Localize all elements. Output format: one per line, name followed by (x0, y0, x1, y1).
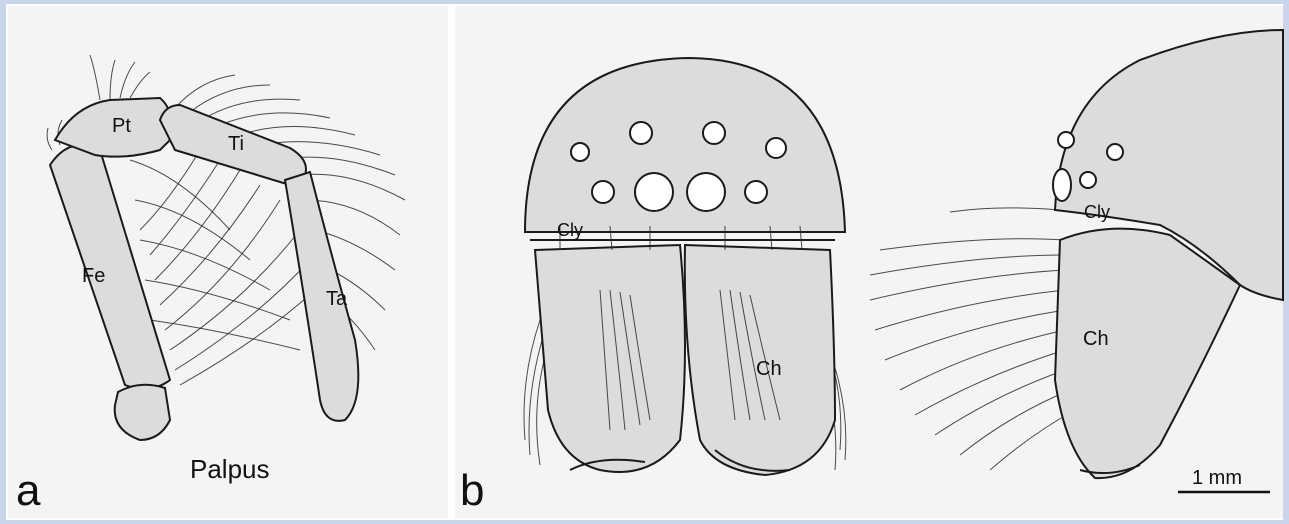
label-chelicera-front: Ch (756, 358, 782, 380)
label-tibia: Ti (228, 133, 244, 155)
eye-ame-left (635, 173, 673, 211)
eye-ale-left (571, 143, 589, 161)
label-tarsus: Ta (326, 288, 348, 310)
label-chelicera-side: Ch (1083, 328, 1109, 350)
panel-a-letter: a (16, 466, 41, 515)
eye-pme-left (630, 122, 652, 144)
eye-pme-right (703, 122, 725, 144)
label-clypeus-side: Cly (1084, 202, 1110, 222)
eye-ple-right (766, 138, 786, 158)
label-clypeus-front: Cly (557, 220, 583, 240)
scale-bar-label: 1 mm (1192, 467, 1242, 489)
panel-b-letter: b (460, 466, 484, 515)
label-femur: Fe (82, 265, 105, 287)
panel-a-caption: Palpus (190, 454, 270, 484)
side-eye-2 (1107, 144, 1123, 160)
chelicera-left (535, 245, 685, 472)
eye-ale-lower-right (745, 181, 767, 203)
panel-a-background (8, 6, 448, 518)
eye-ale-lower-left (592, 181, 614, 203)
side-eye-1 (1058, 132, 1074, 148)
eye-ame-right (687, 173, 725, 211)
side-eye-4 (1080, 172, 1096, 188)
label-patella: Pt (112, 115, 131, 137)
side-eye-3 (1053, 169, 1071, 201)
